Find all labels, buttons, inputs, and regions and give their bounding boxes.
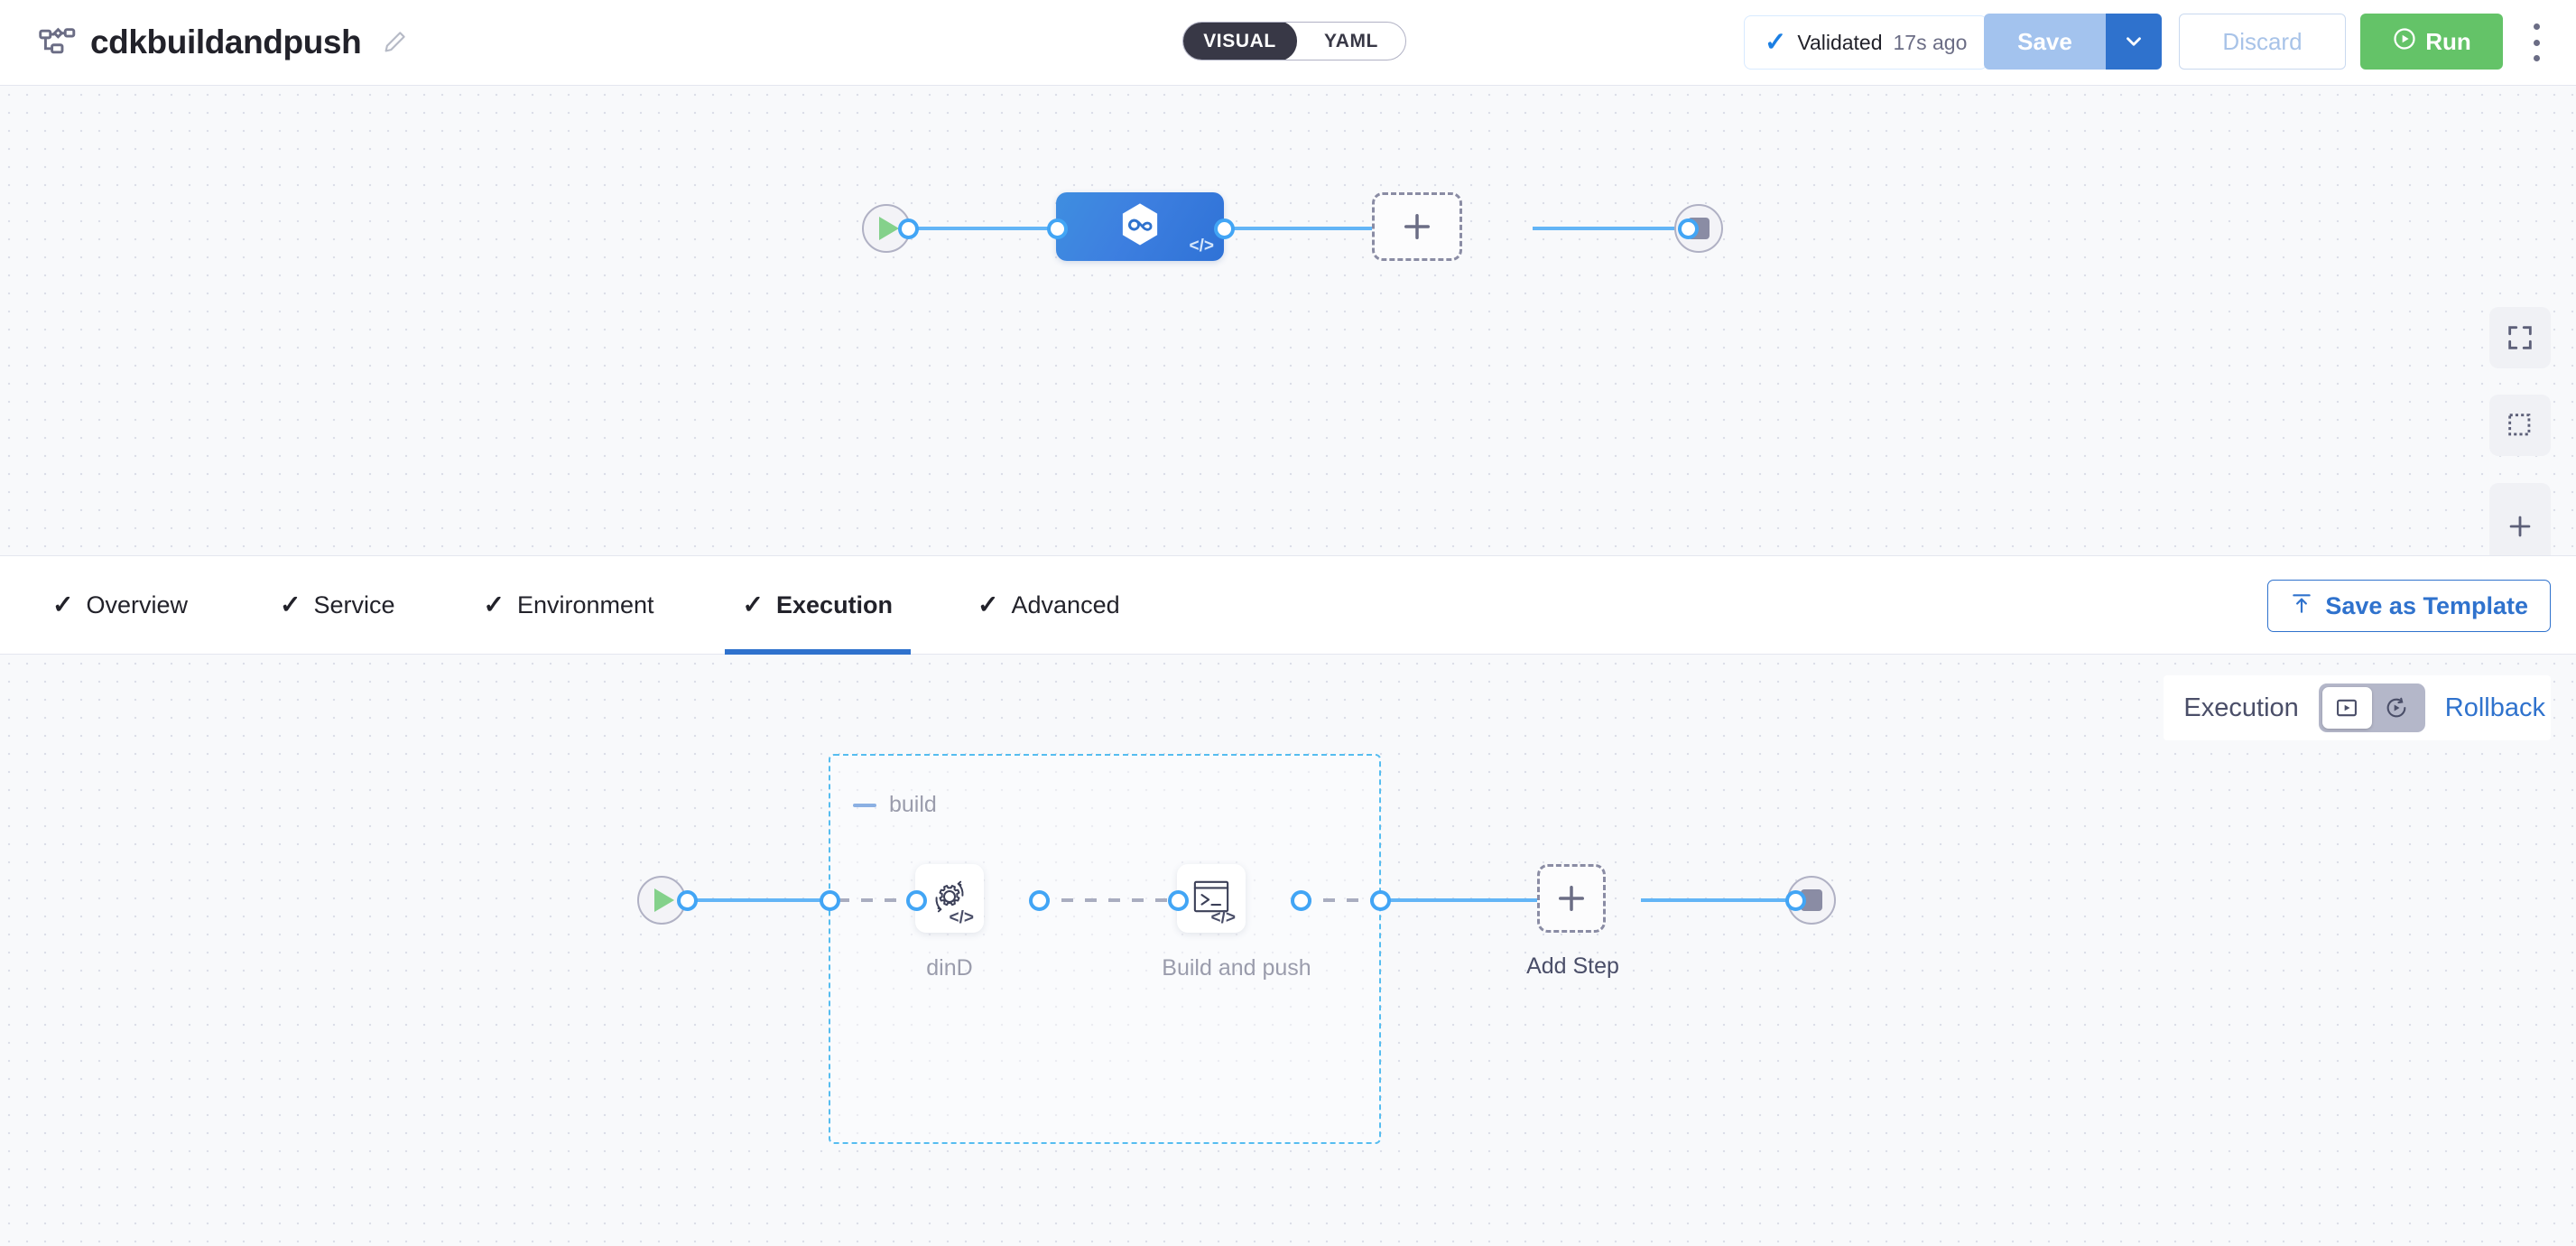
play-circle-icon <box>2392 26 2417 58</box>
tab-label: Service <box>313 590 395 618</box>
rollback-link[interactable]: Rollback <box>2444 693 2545 722</box>
edge-addstep-to-end <box>1641 898 1794 902</box>
gear-rotate-icon <box>928 875 971 923</box>
tab-overview[interactable]: ✓ Overview <box>49 555 191 655</box>
play-icon <box>878 217 899 240</box>
start-output-port[interactable] <box>898 219 919 239</box>
step-group-label: build <box>889 792 937 817</box>
save-button-group[interactable]: Save <box>1984 14 2162 70</box>
segment-execution[interactable] <box>2321 687 2372 729</box>
tab-service[interactable]: ✓ Service <box>276 555 399 655</box>
app-header: cdkbuildandpush VISUAL YAML ✓ Validated … <box>0 0 2576 86</box>
group-input-port[interactable] <box>820 890 840 911</box>
execution-start-output-port[interactable] <box>677 890 698 911</box>
dind-input-port[interactable] <box>906 890 927 911</box>
harness-cd-hexagon-icon <box>1116 200 1164 254</box>
discard-button[interactable]: Discard <box>2179 14 2346 70</box>
tab-environment[interactable]: ✓ Environment <box>480 555 658 655</box>
play-in-box-icon <box>2337 699 2358 717</box>
check-icon: ✓ <box>1765 27 1787 57</box>
plus-icon <box>2509 516 2531 537</box>
check-icon: ✓ <box>280 590 301 618</box>
stage-input-port[interactable] <box>1047 219 1068 239</box>
marquee-select-icon <box>2508 414 2531 436</box>
validated-label: Validated <box>1797 30 1883 54</box>
tab-label: Overview <box>86 590 188 618</box>
buildpush-input-port[interactable] <box>1168 890 1189 911</box>
plus-icon <box>1404 214 1430 239</box>
stage-config-tabs[interactable]: ✓ Overview ✓ Service ✓ Environment ✓ Exe… <box>0 555 2576 655</box>
execution-canvas[interactable]: build </> dinD <box>0 655 2576 1246</box>
page-title: cdkbuildandpush <box>90 23 362 60</box>
segment-rollback[interactable] <box>2372 687 2422 729</box>
tab-visual[interactable]: VISUAL <box>1183 23 1297 60</box>
edge-group-to-addstep <box>1379 898 1537 902</box>
stage-node-ckd[interactable]: </> <box>1056 192 1224 261</box>
edge-start-to-group <box>686 898 835 902</box>
code-badge: </> <box>1210 908 1236 927</box>
check-icon: ✓ <box>483 590 505 618</box>
add-stage-button[interactable] <box>1372 192 1462 261</box>
edge-addstage-to-end <box>1533 227 1686 230</box>
step-group-header[interactable]: build <box>853 792 937 818</box>
view-mode-toggle[interactable]: VISUAL YAML <box>1182 22 1406 60</box>
status-badge: ✓ Validated 17s ago <box>1744 15 1988 70</box>
end-input-port[interactable] <box>1678 219 1699 239</box>
stage-canvas[interactable]: </> ckd Add Stage <box>0 86 2576 601</box>
check-icon: ✓ <box>742 590 764 618</box>
tab-label: Advanced <box>1011 590 1120 618</box>
buildpush-output-port[interactable] <box>1291 890 1311 911</box>
run-label: Run <box>2425 27 2471 55</box>
run-button[interactable]: Run <box>2360 14 2503 70</box>
code-badge: </> <box>1189 237 1214 256</box>
fit-screen-icon <box>2508 326 2532 349</box>
minus-icon[interactable] <box>853 803 876 807</box>
edge-stage-to-addstage <box>1223 227 1372 230</box>
group-output-port[interactable] <box>1370 890 1391 911</box>
edge-group-to-dind <box>838 898 919 902</box>
tab-advanced[interactable]: ✓ Advanced <box>974 555 1124 655</box>
step-label-build-and-push: Build and push <box>1162 955 1311 981</box>
save-as-template-label: Save as Template <box>2325 591 2528 619</box>
add-step-label: Add Step <box>1526 953 1619 979</box>
pipeline-icon <box>38 23 78 62</box>
dind-output-port[interactable] <box>1029 890 1050 911</box>
plus-icon <box>1559 886 1584 911</box>
tab-yaml[interactable]: YAML <box>1324 30 1378 51</box>
execution-rollback-toggle-row[interactable]: Execution Rollback <box>2164 675 2551 740</box>
play-icon <box>653 888 674 912</box>
stage-output-port[interactable] <box>1214 219 1235 239</box>
tab-label: Environment <box>516 590 654 618</box>
upload-template-icon <box>2290 591 2313 621</box>
tab-execution[interactable]: ✓ Execution <box>724 555 911 655</box>
validated-timestamp: 17s ago <box>1893 30 1968 54</box>
fit-screen-button[interactable] <box>2489 307 2551 368</box>
add-step-button[interactable] <box>1537 864 1606 933</box>
check-icon: ✓ <box>52 590 74 618</box>
edge-buildpush-to-groupend <box>1300 898 1381 902</box>
kebab-menu-icon[interactable] <box>2518 23 2554 61</box>
step-group-build[interactable] <box>829 754 1381 1144</box>
execution-end-input-port[interactable] <box>1785 890 1806 911</box>
marquee-select-button[interactable] <box>2489 395 2551 456</box>
play-rotate-icon <box>2386 697 2406 718</box>
save-as-template-button[interactable]: Save as Template <box>2267 580 2551 632</box>
chevron-down-icon[interactable] <box>2106 14 2162 70</box>
check-icon: ✓ <box>978 590 999 618</box>
edge-dind-to-buildpush <box>1038 898 1187 902</box>
tab-label: Execution <box>776 590 894 618</box>
save-button[interactable]: Save <box>1984 14 2106 70</box>
edge-start-to-stage <box>907 227 1079 230</box>
step-label-dind: dinD <box>926 955 973 981</box>
execution-mode-segmented-control[interactable] <box>2318 683 2425 732</box>
code-badge: </> <box>949 908 974 927</box>
execution-mode-label: Execution <box>2183 693 2299 722</box>
terminal-icon <box>1191 878 1232 920</box>
pencil-icon[interactable] <box>381 29 408 56</box>
